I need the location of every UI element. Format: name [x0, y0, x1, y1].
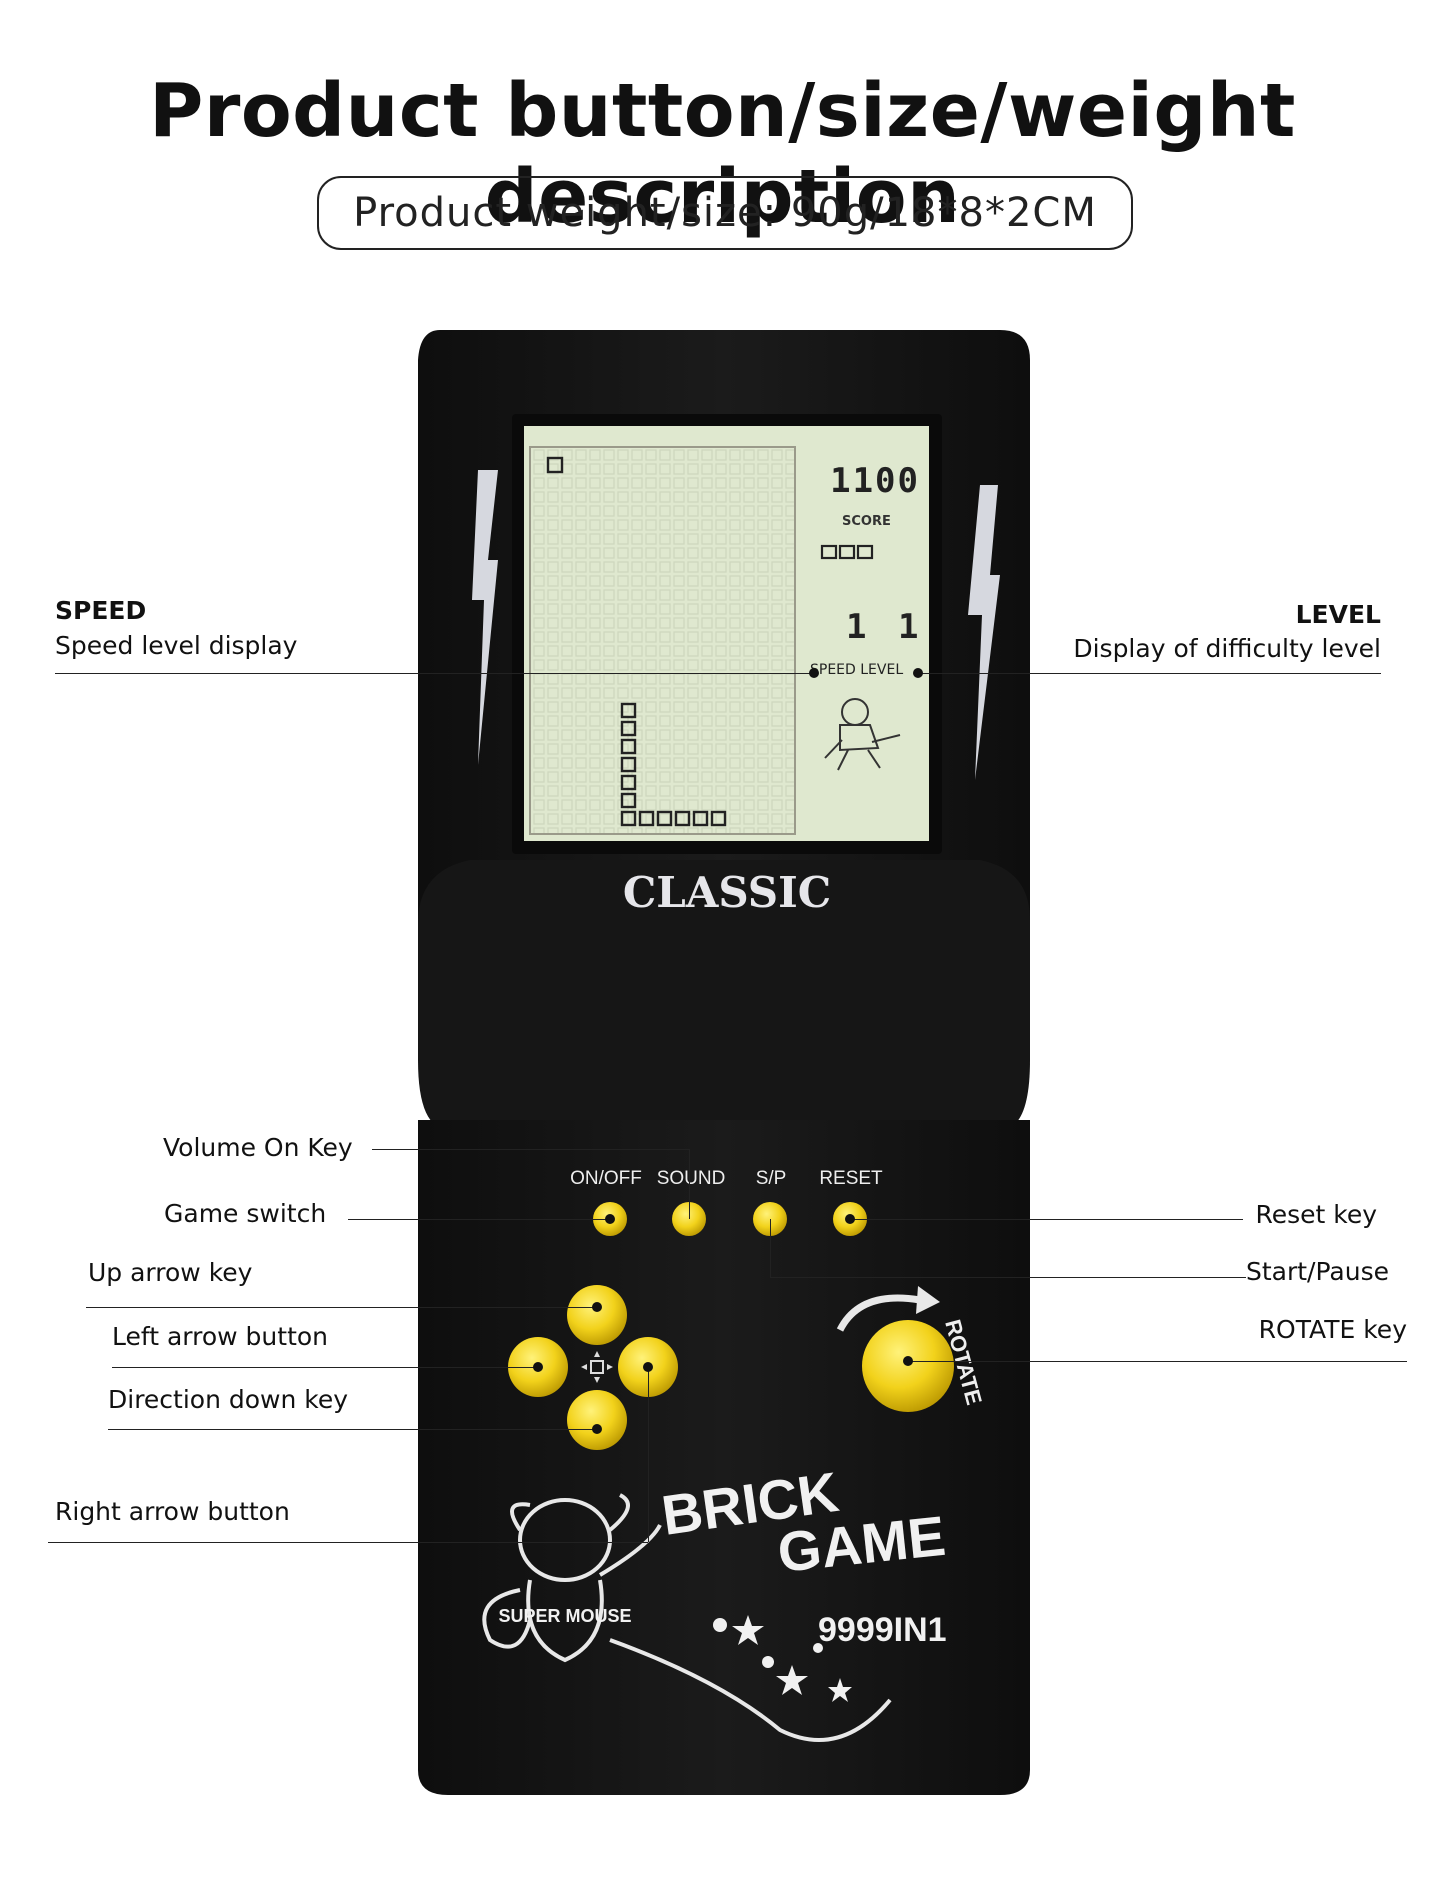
level-value: 1	[898, 607, 918, 647]
reset-callout-dot	[845, 1214, 855, 1224]
up-arrow-button[interactable]	[567, 1285, 627, 1345]
down-callout-label: Direction down key	[108, 1385, 349, 1414]
up-callout-dot	[592, 1302, 602, 1312]
rotate-callout-line	[908, 1361, 1407, 1362]
speed-callout-title: SPEED	[55, 596, 147, 625]
level-callout-title: LEVEL	[1295, 600, 1381, 629]
super-mouse-mascot-icon	[482, 1493, 662, 1663]
lightning-right-icon	[968, 485, 1000, 780]
direction-cross-icon	[581, 1351, 613, 1383]
left-callout-label: Left arrow button	[112, 1322, 329, 1351]
right-callout-label: Right arrow button	[55, 1497, 290, 1526]
mascot-text: SUPER MOUSE	[498, 1606, 631, 1626]
reset-callout-label: Reset key	[1255, 1200, 1377, 1229]
model-label: 9999IN1	[818, 1611, 947, 1649]
reset-label: RESET	[819, 1168, 883, 1189]
start-pause-callout-line	[770, 1277, 1246, 1278]
level-callout-line	[918, 673, 1381, 674]
swoosh-decoration	[609, 1638, 892, 1742]
score-label: SCORE	[842, 514, 891, 529]
spec-text: Product weight/size: 90g/18*8*2CM	[353, 190, 1097, 236]
volume-callout-label: Volume On Key	[163, 1133, 353, 1162]
right-callout-line	[48, 1542, 648, 1543]
sp-label: S/P	[756, 1168, 787, 1189]
spec-badge: Product weight/size: 90g/18*8*2CM	[317, 176, 1133, 250]
game-switch-callout-line	[348, 1219, 610, 1220]
game-switch-callout-dot	[605, 1214, 615, 1224]
speed-callout-desc: Speed level display	[55, 631, 298, 660]
right-callout-vline	[648, 1367, 649, 1542]
next-piece	[820, 544, 874, 560]
left-callout-line	[112, 1367, 538, 1368]
reset-callout-line	[850, 1219, 1243, 1220]
left-callout-dot	[533, 1362, 543, 1372]
device-lower-body	[418, 1120, 1030, 1795]
stars-decoration-icon	[713, 1615, 852, 1702]
onoff-label: ON/OFF	[570, 1168, 642, 1189]
volume-callout-line	[372, 1149, 689, 1150]
lightning-left-icon	[472, 470, 498, 765]
score-display: 1100	[830, 461, 920, 501]
rotate-callout-dot	[903, 1356, 913, 1366]
sound-button[interactable]	[672, 1202, 706, 1236]
volume-callout-vline	[689, 1149, 690, 1219]
tetris-blocks	[620, 702, 727, 827]
right-callout-dot	[643, 1362, 653, 1372]
down-callout-line	[108, 1429, 597, 1430]
speed-callout-dot	[809, 668, 819, 678]
down-arrow-button[interactable]	[567, 1390, 627, 1450]
down-callout-dot	[592, 1424, 602, 1434]
start-pause-callout-label: Start/Pause	[1245, 1257, 1389, 1286]
screen-character-icon	[824, 698, 901, 771]
page-title: Product button/size/weight description	[149, 68, 1296, 240]
up-callout-line	[86, 1307, 597, 1308]
rotate-arrow-icon	[836, 1294, 921, 1332]
speed-callout-line	[55, 673, 814, 674]
sound-label: SOUND	[657, 1168, 726, 1189]
start-pause-callout-vline	[770, 1219, 771, 1277]
game-switch-callout-label: Game switch	[164, 1199, 327, 1228]
level-callout-desc: Display of difficulty level	[1073, 634, 1381, 663]
level-callout-dot	[913, 668, 923, 678]
up-callout-label: Up arrow key	[88, 1258, 253, 1287]
speed-level-label: SPEED LEVEL	[810, 662, 903, 678]
device-hinge	[418, 860, 1030, 1130]
rotate-button[interactable]	[862, 1320, 954, 1412]
rotate-callout-label: ROTATE key	[1258, 1315, 1407, 1344]
brand-label: CLASSIC	[623, 868, 831, 917]
speed-value: 1	[846, 607, 866, 647]
lcd-playfield	[529, 446, 796, 835]
